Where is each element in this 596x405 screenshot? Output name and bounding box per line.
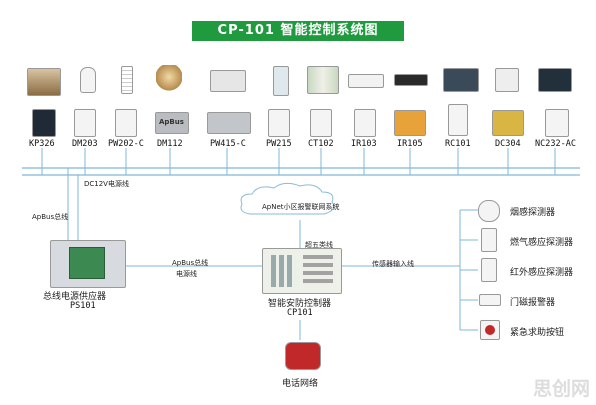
device-code: IR103 [351, 139, 377, 149]
module-brand-label: ApBus [159, 118, 184, 126]
computer-icon [538, 68, 572, 92]
security-controller-unit [262, 248, 342, 294]
sensor-label: 门磁报警器 [510, 295, 555, 308]
device-code: CT102 [308, 139, 334, 149]
keypad-panel-icon [32, 109, 56, 137]
fridge-icon [273, 66, 289, 96]
device-code: DM203 [72, 139, 98, 149]
room-icon [27, 68, 61, 96]
device-drops [42, 148, 555, 175]
switch-panel-icon [115, 109, 137, 137]
apbus-left-label: ApBus总线 [32, 212, 68, 222]
tv-icon [443, 68, 479, 92]
device-code: IR105 [397, 139, 423, 149]
dimmer-module-icon: ApBus [155, 112, 189, 134]
sensor-label: 紧急求助按钮 [510, 325, 564, 338]
gas-detector-icon [481, 228, 497, 252]
curtain-icon [307, 66, 339, 94]
bulb-icon [80, 67, 96, 93]
air-conditioner-icon [348, 74, 384, 88]
dvd-player-icon [394, 74, 428, 86]
nc232-panel-icon [545, 109, 569, 137]
device-code: DM112 [157, 139, 183, 149]
controller-keypad-icon [271, 255, 295, 287]
power-line-label: 电源线 [176, 269, 197, 279]
apbus-mid-label: ApBus总线 [172, 258, 208, 268]
device-code: NC232-AC [535, 139, 576, 149]
ir-module-icon [394, 110, 426, 136]
device-code: PW202-C [108, 139, 144, 149]
ir-panel-icon [354, 109, 376, 137]
sensor-branches [460, 210, 478, 330]
wall-unit-icon [495, 68, 519, 92]
chandelier-icon [156, 65, 182, 95]
smoke-detector-icon [478, 200, 500, 222]
panic-button-red-dot [485, 325, 495, 335]
curtain-panel-icon [310, 109, 332, 137]
circuit-board-icon [69, 247, 105, 279]
socket-panel-icon [268, 109, 290, 137]
device-code: RC101 [445, 139, 471, 149]
sensor-label: 烟感探测器 [510, 205, 555, 218]
door-contact-icon [479, 294, 501, 306]
phone-network-label: 电话网络 [282, 376, 318, 389]
device-code: PW415-C [210, 139, 246, 149]
cfl-bulb-icon [121, 66, 133, 94]
sensor-input-label: 传感器输入线 [372, 259, 414, 269]
watermark: 思创网 [533, 374, 590, 401]
microwave-icon [210, 70, 246, 92]
dc12v-label: DC12V电源线 [84, 179, 129, 189]
controller-buttons-icon [303, 255, 333, 287]
panic-button-icon [480, 320, 500, 340]
apnet-label: ApNet小区报警联网系统 [262, 202, 340, 212]
controller-code: CP101 [287, 308, 313, 318]
device-code: PW215 [266, 139, 292, 149]
relay-module-icon [207, 112, 251, 134]
device-code: DC304 [495, 139, 521, 149]
dimmer-panel-icon [74, 109, 96, 137]
sensor-label: 红外感应探测器 [510, 265, 573, 278]
sensor-label: 燃气感应探测器 [510, 235, 573, 248]
dc-module-icon [492, 110, 524, 136]
telephone-icon [285, 342, 321, 370]
device-code: KP326 [29, 139, 55, 149]
rf-remote-icon [448, 104, 468, 136]
power-supply-unit [50, 240, 126, 288]
infrared-detector-icon [481, 258, 497, 282]
power-supply-code: PS101 [70, 301, 96, 311]
